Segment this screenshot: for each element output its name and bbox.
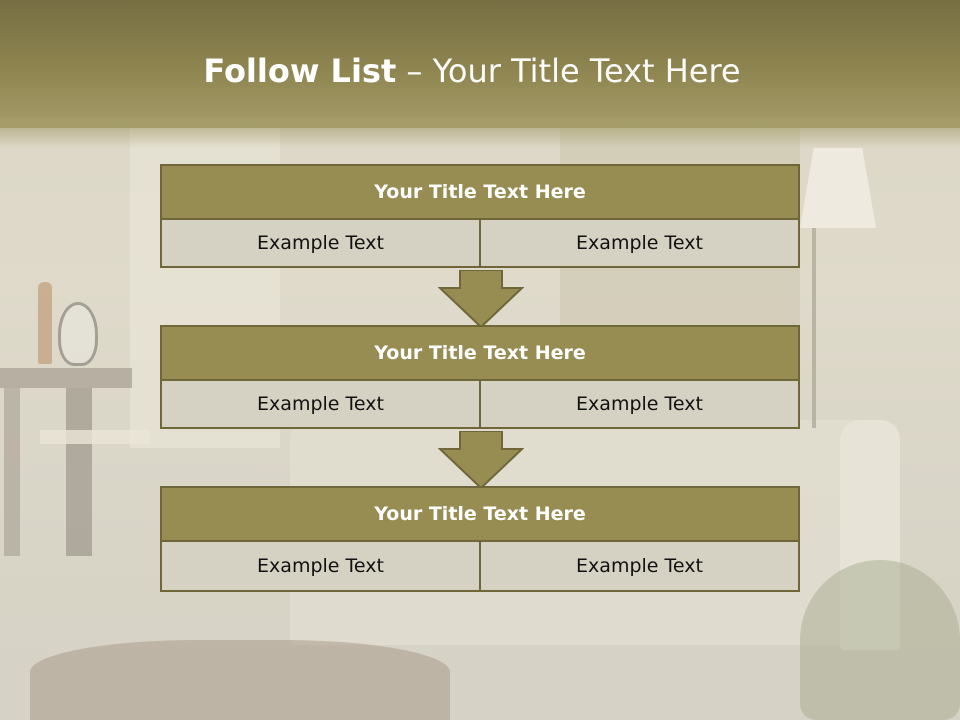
background-plant xyxy=(800,560,960,720)
header-fade xyxy=(0,118,960,148)
slide-title-bold: Follow List xyxy=(203,52,397,90)
block-title: Your Title Text Here xyxy=(160,325,800,381)
background-table-leg xyxy=(66,388,92,556)
down-arrow-icon xyxy=(438,270,524,328)
block-row: Example Text Example Text xyxy=(160,218,800,268)
background-table-top xyxy=(0,368,132,388)
background-vase xyxy=(58,302,98,366)
block-cell-right: Example Text xyxy=(479,218,800,268)
background-chair xyxy=(40,430,150,444)
follow-block-2: Your Title Text Here Example Text Exampl… xyxy=(160,325,800,429)
background-table-leg xyxy=(4,388,20,556)
block-cell-left: Example Text xyxy=(160,540,481,592)
block-title: Your Title Text Here xyxy=(160,164,800,220)
block-row: Example Text Example Text xyxy=(160,540,800,592)
follow-block-3: Your Title Text Here Example Text Exampl… xyxy=(160,486,800,592)
block-title: Your Title Text Here xyxy=(160,486,800,542)
background-rug xyxy=(30,640,450,720)
slide-title: Follow List – Your Title Text Here xyxy=(0,52,944,90)
background-sofa-arm xyxy=(840,420,900,650)
follow-block-1: Your Title Text Here Example Text Exampl… xyxy=(160,164,800,268)
block-cell-right: Example Text xyxy=(479,379,800,429)
down-arrow-icon xyxy=(438,431,524,489)
block-row: Example Text Example Text xyxy=(160,379,800,429)
header-band xyxy=(0,0,960,128)
background-lamp-pole xyxy=(812,228,816,428)
block-cell-left: Example Text xyxy=(160,379,481,429)
background-vase xyxy=(38,282,52,364)
background-lamp-shade xyxy=(800,148,876,228)
block-cell-right: Example Text xyxy=(479,540,800,592)
slide-title-rest: – Your Title Text Here xyxy=(396,52,741,90)
block-cell-left: Example Text xyxy=(160,218,481,268)
